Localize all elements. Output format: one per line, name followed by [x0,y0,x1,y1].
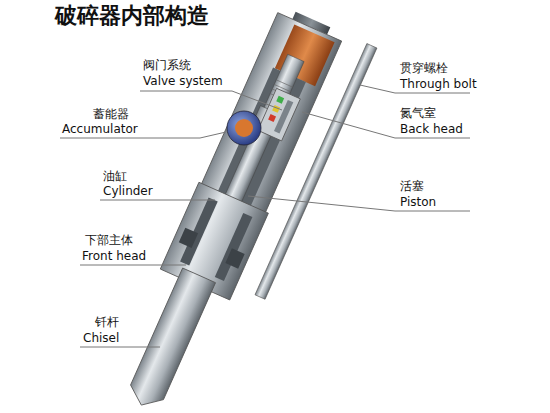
diagram-title: 破碎器内部构造 [55,2,209,30]
part-label: 阀门系统 [143,58,191,72]
part-label: Cylinder [103,184,153,198]
part-label: Back head [400,122,463,136]
breaker-body [107,4,377,413]
part-label: Front head [82,249,146,263]
part-label: 下部主体 [85,233,133,247]
part-label: Piston [400,195,436,209]
part-label: Valve system [143,74,223,88]
part-label: 蓄能器 [93,107,129,121]
accumulator-core [235,119,253,137]
part-label: 贯穿螺栓 [400,61,448,75]
accumulator-sphere [227,111,261,145]
leader-lines [60,85,470,347]
part-label: 活塞 [400,179,424,193]
part-label: 氮气室 [400,106,436,120]
part-label: 钎杆 [95,315,119,329]
part-label: Chisel [83,331,119,345]
part-label: Accumulator [62,122,138,136]
part-label: Through bolt [400,77,477,91]
valve-block [258,88,300,141]
part-label: 油缸 [103,169,127,183]
